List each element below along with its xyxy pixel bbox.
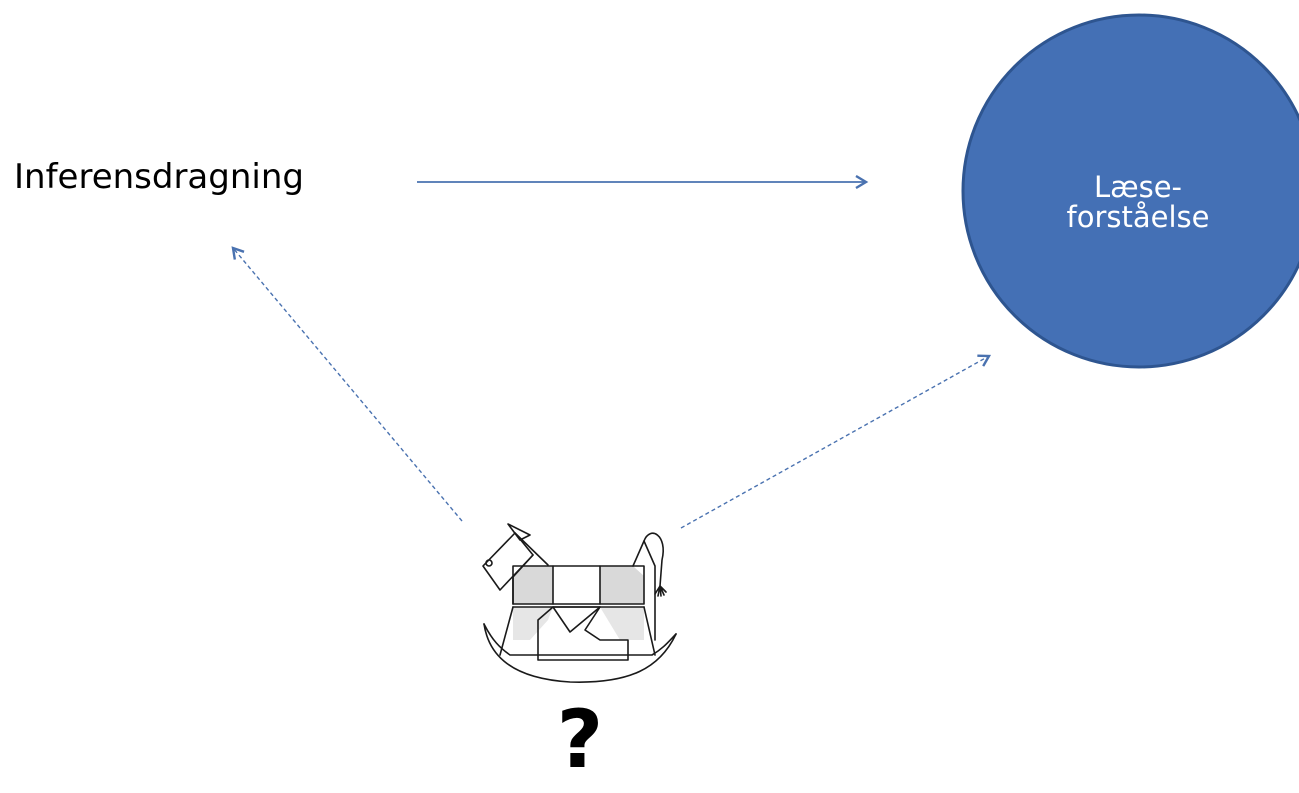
reading-comprehension-label: Læse- forståelse (1000, 172, 1276, 233)
reading-label-line2: forståelse (1066, 200, 1210, 235)
question-mark-label: ? (556, 693, 604, 786)
reading-label-line1: Læse- (1093, 170, 1183, 204)
inference-label: Inferensdragning (14, 157, 304, 197)
rocking-horse-drawing (482, 523, 677, 683)
arrow-mystery-to-reading (680, 356, 989, 529)
reading-comprehension-circle (961, 13, 1299, 369)
arrow-mystery-to-inference (233, 248, 463, 522)
